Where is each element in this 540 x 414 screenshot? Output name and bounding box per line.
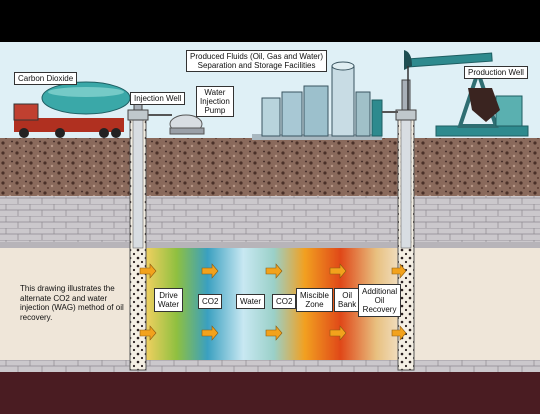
water-injection-pump-label: Water Injection Pump	[196, 86, 234, 117]
produced-fluids-label: Produced Fluids (Oil, Gas and Water) Sep…	[186, 50, 328, 72]
rock-seam	[0, 242, 540, 248]
explanation-note: This drawing illustrates the alternate C…	[20, 284, 124, 322]
zone-co2-label-1: CO2	[198, 294, 223, 309]
bottom-band	[0, 372, 540, 414]
rock-layer	[0, 196, 540, 242]
production-casing	[400, 117, 412, 249]
carbon-dioxide-label: Carbon Dioxide	[14, 72, 78, 85]
base-rock	[0, 360, 540, 372]
separation-storage-facilities	[252, 61, 398, 140]
zone-miscible-label: Miscible Zone	[296, 288, 333, 312]
soil-layer	[0, 138, 540, 196]
zone-water-label: Water	[236, 294, 266, 309]
injection-casing	[132, 117, 144, 249]
zone-co2-label-2: CO2	[272, 294, 297, 309]
zone-oil-bank-label: Oil Bank	[334, 288, 361, 312]
zone-additional-oil-label: Additional Oil Recovery	[358, 284, 402, 317]
zone-drive-water-label: Drive Water	[154, 288, 184, 312]
pump-jack	[404, 50, 529, 137]
injection-wellhead	[127, 99, 172, 121]
injection-well-label: Injection Well	[130, 92, 186, 105]
flow-arrows	[139, 263, 407, 341]
production-wellhead	[395, 79, 417, 121]
water-injection-pump	[169, 114, 205, 135]
production-well-label: Production Well	[464, 66, 528, 79]
